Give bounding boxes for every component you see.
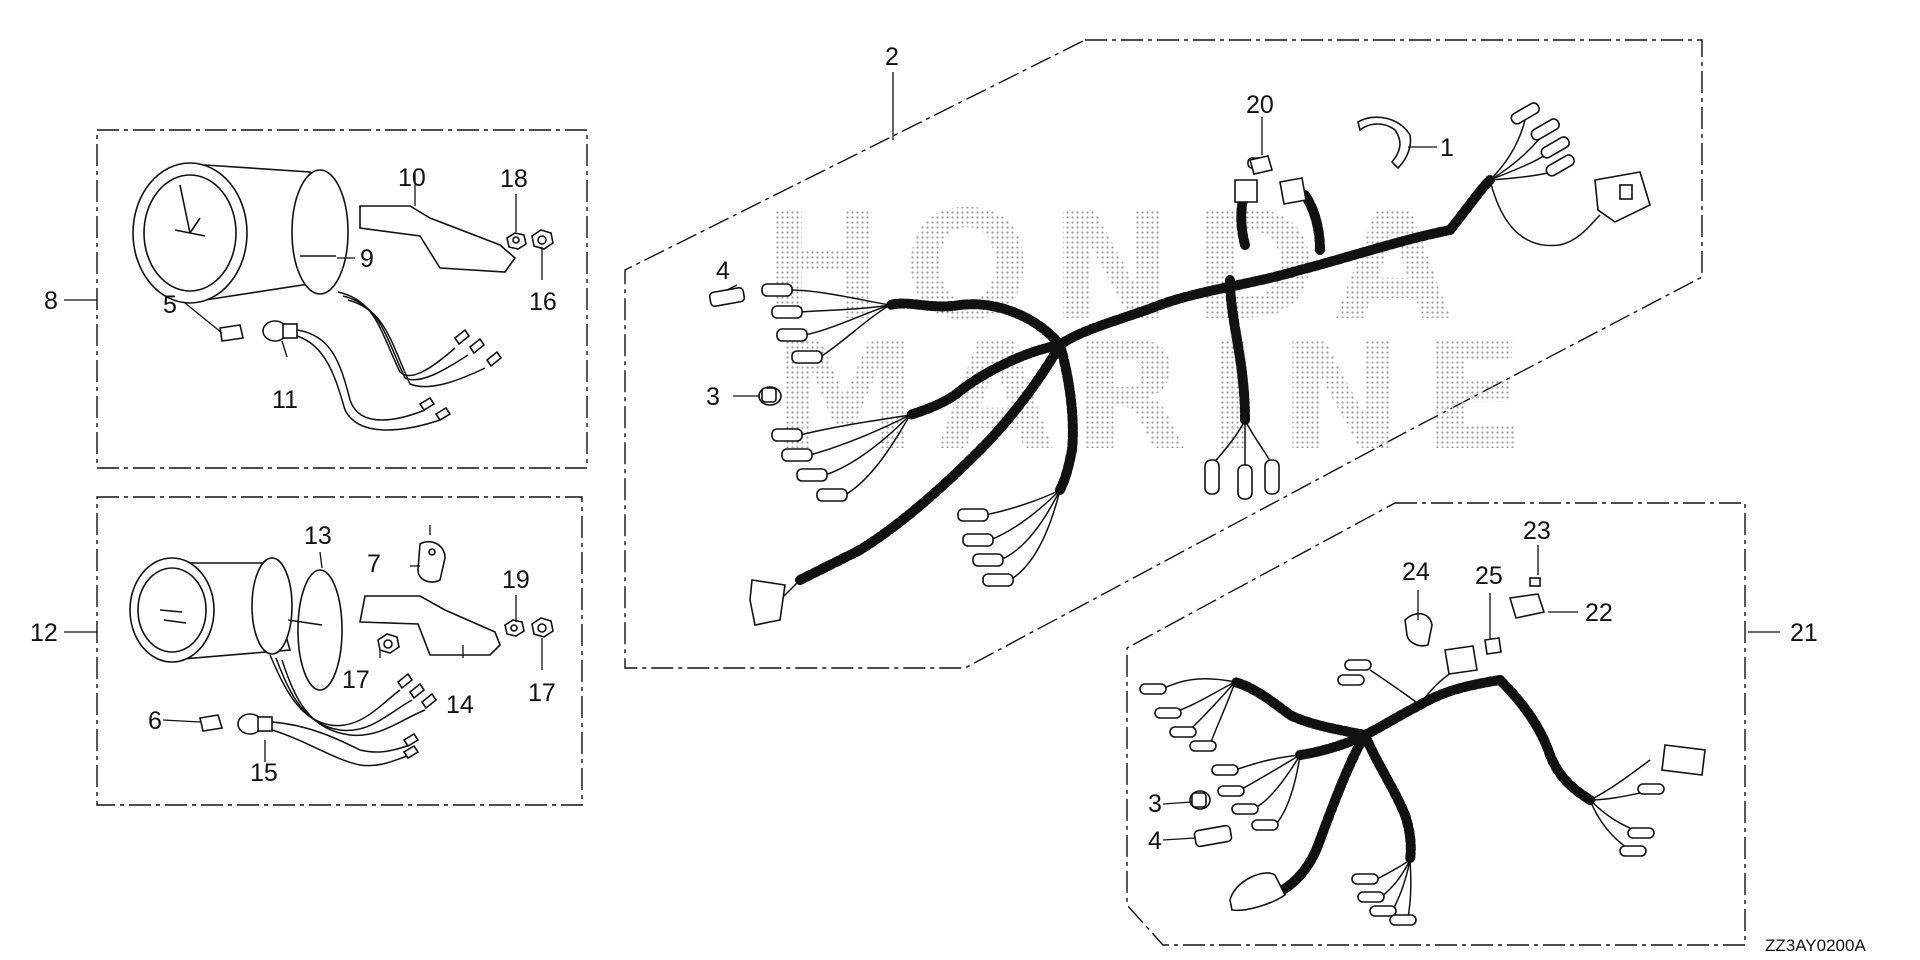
callout-18: 18 bbox=[500, 165, 528, 193]
callout-13: 13 bbox=[304, 522, 332, 550]
meter-assembly-12 bbox=[129, 540, 554, 767]
callout-21: 21 bbox=[1790, 619, 1818, 647]
callout-3-group21: 3 bbox=[1148, 790, 1162, 818]
callout-11: 11 bbox=[272, 386, 298, 414]
callout-labels: 1 2 3 4 5 6 7 8 9 10 11 12 13 14 15 16 1… bbox=[30, 43, 1818, 855]
callout-15: 15 bbox=[250, 759, 278, 787]
callout-9: 9 bbox=[360, 245, 374, 273]
svg-text:MARINE: MARINE bbox=[770, 310, 1543, 484]
callout-8: 8 bbox=[44, 287, 58, 315]
honda-marine-watermark: HONDA MARINE bbox=[760, 180, 1543, 484]
wire-harness-21 bbox=[1139, 577, 1706, 926]
callout-4: 4 bbox=[716, 257, 730, 285]
callout-7: 7 bbox=[367, 550, 381, 578]
callout-20: 20 bbox=[1246, 91, 1274, 119]
callout-1: 1 bbox=[1440, 134, 1454, 162]
callout-12: 12 bbox=[30, 619, 58, 647]
callout-24: 24 bbox=[1402, 558, 1430, 586]
leader-lines bbox=[64, 72, 1780, 841]
callout-5: 5 bbox=[163, 291, 177, 319]
group-box-12 bbox=[96, 496, 583, 806]
callout-10: 10 bbox=[398, 164, 426, 192]
wire-harness-2 bbox=[708, 102, 1651, 626]
callout-25: 25 bbox=[1475, 562, 1503, 590]
group-box-2 bbox=[624, 39, 1703, 669]
callout-17-left: 17 bbox=[342, 666, 370, 694]
meter-assembly-8 bbox=[132, 162, 554, 431]
group-box-21 bbox=[1126, 502, 1746, 946]
callout-2: 2 bbox=[885, 43, 899, 71]
callout-17-right: 17 bbox=[528, 679, 556, 707]
callout-19: 19 bbox=[502, 566, 530, 594]
callout-22: 22 bbox=[1585, 599, 1613, 627]
callout-6: 6 bbox=[148, 707, 162, 735]
callout-16: 16 bbox=[529, 288, 557, 316]
callout-23: 23 bbox=[1523, 517, 1551, 545]
diagram-code: ZZ3AY0200A bbox=[1765, 936, 1866, 955]
callout-14: 14 bbox=[446, 691, 474, 719]
callout-4-group21: 4 bbox=[1148, 827, 1162, 855]
callout-3: 3 bbox=[706, 383, 720, 411]
group-box-8 bbox=[96, 129, 588, 469]
